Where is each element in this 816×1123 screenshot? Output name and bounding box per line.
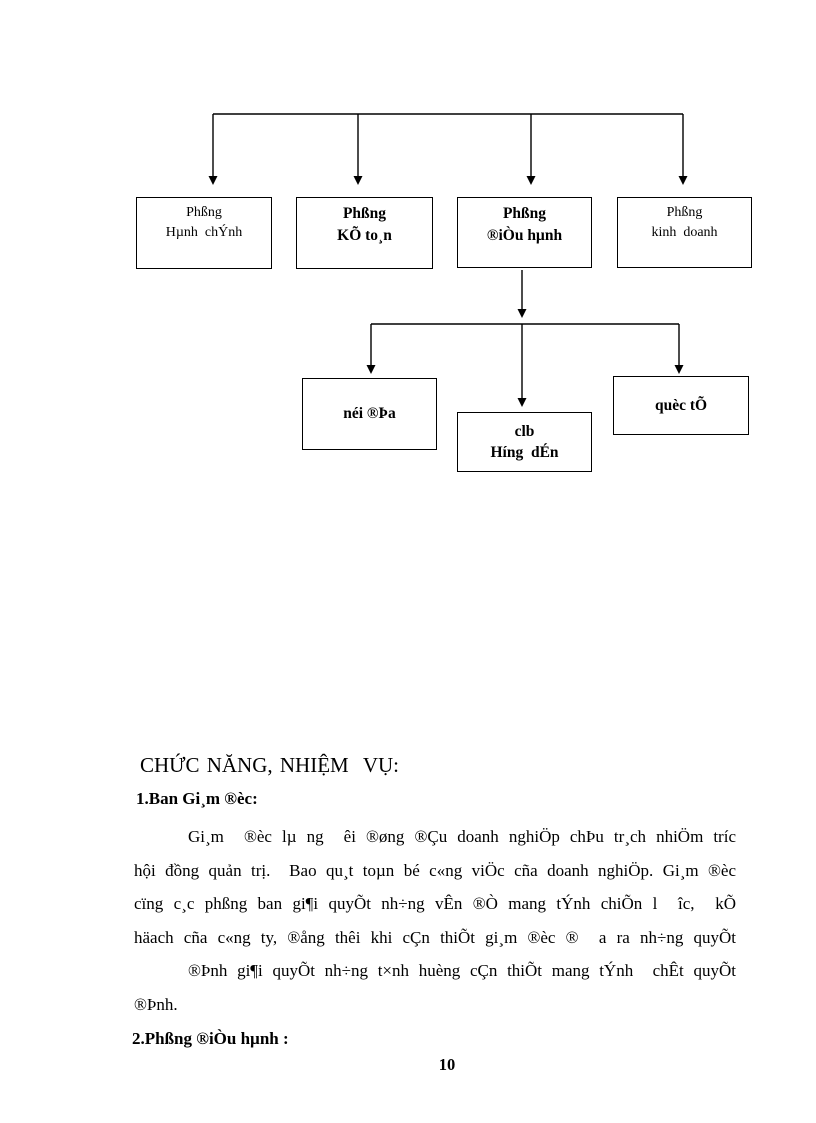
- paragraph-line: ®Þnh gi¶i quyÕt nh÷ng t×nh huèng cÇn thi…: [188, 961, 736, 981]
- box-phong-hanh-chinh: Phßng Hµnh chÝnh: [136, 197, 272, 269]
- box-label-line2: Hµnh chÝnh: [165, 225, 243, 240]
- paragraph-line: cïng c¸c phßng ban gi¶i quyÕt nh÷ng vÊn …: [134, 894, 736, 914]
- box-label: néi ®Þa: [343, 405, 396, 422]
- box-label-line1: Phßng: [666, 205, 703, 220]
- body-paragraph: Gi¸m ®èc lµ ng êi ®øng ®Çu doanh nghiÖp …: [134, 820, 736, 1022]
- page-number: 10: [438, 1055, 456, 1074]
- box-phong-dieu-hanh: Phßng ®iÒu hµnh: [457, 197, 592, 268]
- box-noi-dia: néi ®Þa: [302, 378, 437, 450]
- box-phong-ke-toan: Phßng KÕ to¸n: [296, 197, 433, 269]
- section-heading: CHỨC NĂNG, NHIỆM VỤ:: [140, 753, 399, 777]
- paragraph-line: hội đồng quản trị. Bao qu¸t toµn bé c«ng…: [134, 860, 736, 880]
- box-label-line1: Phßng: [502, 205, 547, 222]
- box-label-line2: kinh doanh: [651, 225, 718, 240]
- paragraph-line: häach cña c«ng ty, ®ång thêi khi cÇn thi…: [134, 927, 736, 947]
- paragraph-line: ®Þnh.: [134, 994, 178, 1014]
- box-label-line1: clb: [514, 423, 535, 440]
- paragraph-line: Gi¸m ®èc lµ ng êi ®øng ®Çu doanh nghiÖp …: [188, 827, 736, 846]
- box-label-line2: KÕ to¸n: [337, 226, 392, 244]
- box-label-line1: Phßng: [342, 205, 387, 222]
- arrowheads: [208, 176, 688, 407]
- subsection-2-title: 2.Phßng ®iÒu hµnh :: [132, 1029, 289, 1048]
- box-label-line1: Phßng: [186, 205, 222, 220]
- box-phong-kinh-doanh: Phßng kinh doanh: [617, 197, 752, 268]
- subsection-1-title: 1.Ban Gi¸m ®èc:: [136, 789, 258, 808]
- box-label-line2: Híng dÉn: [490, 444, 559, 461]
- box-label-line2: ®iÒu hµnh: [486, 226, 563, 244]
- box-quoc-te: quèc tÕ: [613, 376, 749, 435]
- box-label: quèc tÕ: [654, 396, 708, 414]
- box-clb-huong-dan: clb Híng dÉn: [457, 412, 592, 472]
- org-chart-connectors: [208, 113, 688, 407]
